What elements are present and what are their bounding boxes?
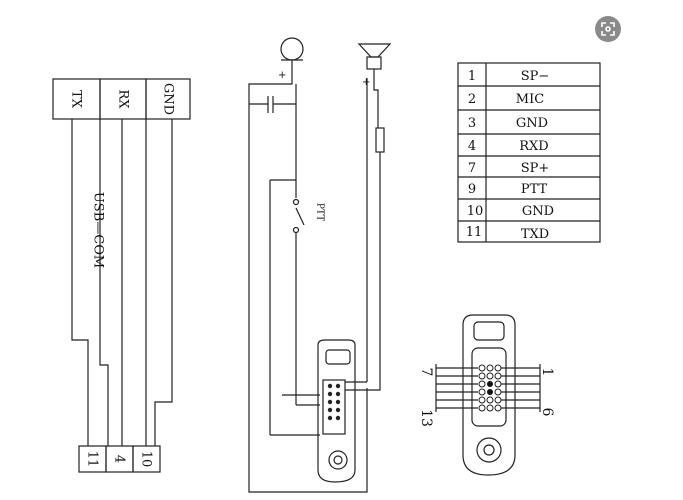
usb-pin-4: 4 (112, 455, 127, 463)
speaker-plus-label: + (362, 77, 370, 88)
table-pin: 11 (466, 225, 483, 240)
callout-13: 13 (418, 409, 434, 427)
table-signal: GND (522, 204, 554, 219)
connector-pinout (435, 314, 541, 476)
table-signal: MIC (516, 92, 544, 107)
table-signal: GND (516, 116, 548, 131)
connector-pin-holes (478, 364, 502, 412)
usb-com-cable (52, 78, 191, 473)
callout-7: 7 (418, 368, 434, 377)
microphone-icon (280, 37, 304, 61)
table-signal: SP+ (521, 161, 550, 176)
radio-connector-wired (317, 339, 356, 483)
speaker-circuit (345, 43, 392, 391)
table-signal: RXD (519, 139, 548, 154)
ptt-label: PTT (315, 203, 325, 221)
usb-label-tx: TX (69, 90, 84, 109)
table-pin: 4 (468, 139, 476, 154)
table-signal: PTT (521, 182, 548, 197)
callout-6: 6 (539, 408, 555, 417)
callout-1: 1 (539, 368, 555, 377)
usb-pin-10: 10 (139, 451, 154, 468)
pin-table (457, 62, 601, 243)
table-pin: 9 (468, 182, 476, 197)
table-signal: SP− (521, 69, 550, 84)
table-pin: 10 (467, 204, 484, 219)
table-signal: TXD (521, 227, 549, 242)
usb-label-gnd: GND (161, 83, 176, 115)
table-pin: 3 (468, 116, 476, 131)
radio-connector-pins (327, 383, 341, 421)
usb-label-rx: RX (116, 89, 131, 109)
expand-button[interactable] (595, 16, 621, 42)
speaker-icon (357, 43, 392, 58)
table-pin: 1 (468, 69, 476, 84)
expand-icon (601, 22, 615, 36)
usb-cable-label: USB—COM (91, 192, 106, 268)
microphone-circuit (248, 37, 368, 493)
table-pin: 2 (468, 92, 476, 107)
usb-pin-11: 11 (85, 451, 100, 468)
mic-plus-label: + (278, 70, 286, 81)
table-pin: 7 (468, 161, 476, 176)
